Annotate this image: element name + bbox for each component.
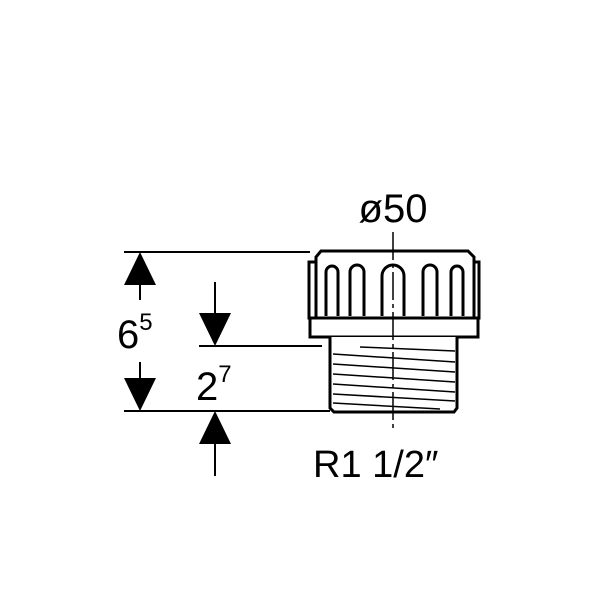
height-thread-label: 27 xyxy=(196,361,232,409)
cap-band xyxy=(308,316,480,339)
arrow-down-icon xyxy=(199,313,231,346)
height-total-label: 65 xyxy=(117,309,153,357)
dimension-lines xyxy=(124,251,330,476)
arrow-down-icon xyxy=(124,378,156,411)
arrowheads xyxy=(124,252,231,444)
diameter-label: ø50 xyxy=(359,187,428,231)
arrow-up-icon xyxy=(199,411,231,444)
arrow-up-icon xyxy=(124,252,156,285)
thread-label: R1 1/2″ xyxy=(313,444,438,486)
cap xyxy=(307,249,481,339)
